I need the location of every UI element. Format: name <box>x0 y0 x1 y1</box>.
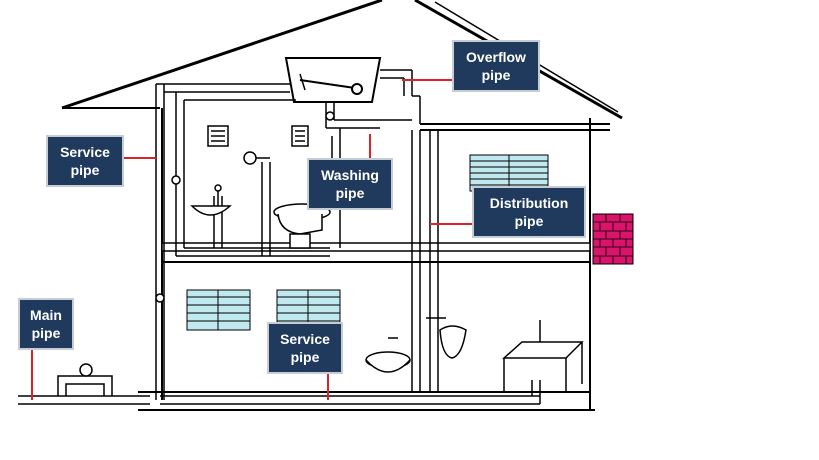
shower-icon <box>243 151 270 165</box>
kitchen-sink-icon <box>502 320 584 392</box>
window-icon <box>186 289 251 331</box>
leader-lines <box>31 79 472 400</box>
valve-icon <box>79 111 335 377</box>
wash-basin-icon <box>190 184 232 216</box>
toilet-icon <box>273 203 331 249</box>
water-tank-icon <box>284 57 382 103</box>
brick-chimney-icon <box>592 213 634 265</box>
pipes <box>18 69 541 405</box>
house-roof <box>61 0 623 120</box>
sink-icon <box>365 337 411 373</box>
urinal-icon <box>426 317 467 359</box>
house-walls <box>138 108 610 411</box>
vent-icon <box>207 125 309 147</box>
window-icon <box>469 154 549 192</box>
